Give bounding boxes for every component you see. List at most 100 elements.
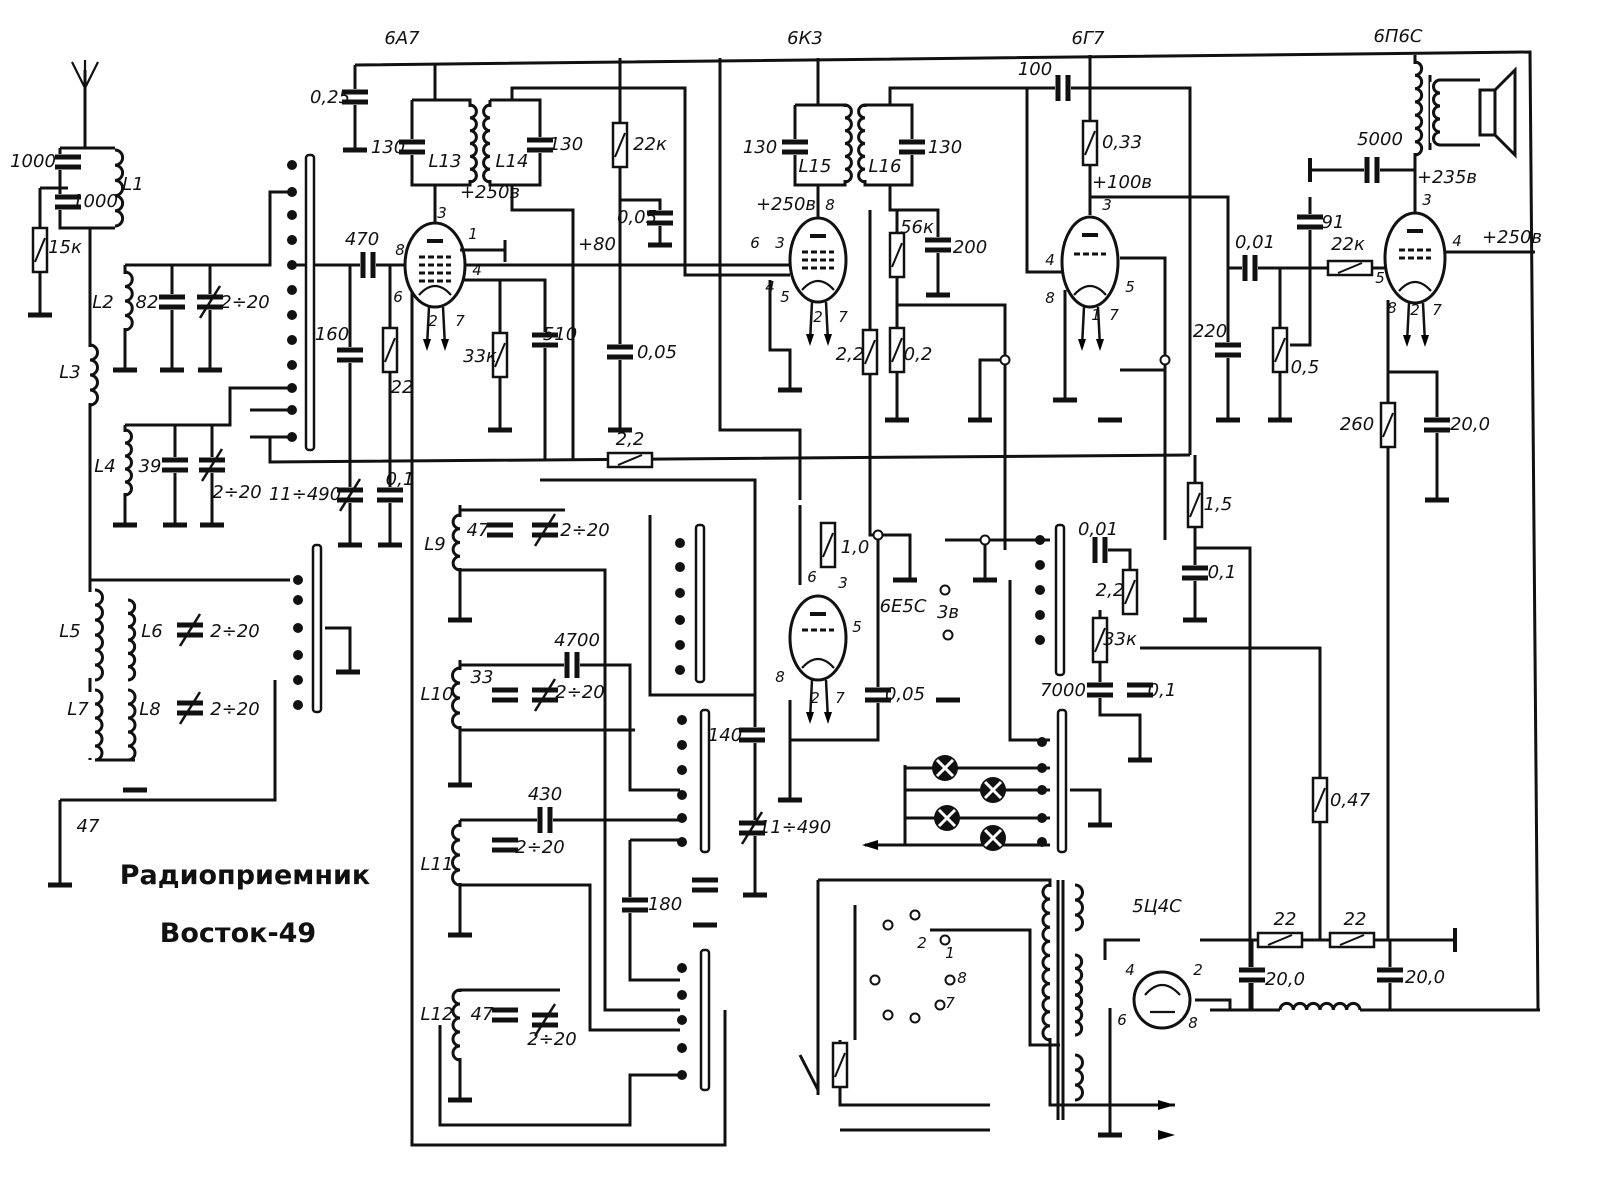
inductor-coil (1414, 60, 1424, 157)
resistor-mark (1124, 579, 1136, 605)
tube-cathode (418, 284, 452, 296)
component-value-label: +250в (756, 194, 816, 215)
capacitor (1092, 536, 1108, 564)
component-value-label: L14 (496, 151, 529, 172)
capacitor (531, 332, 559, 348)
rectifier-tube-5c4s (1132, 970, 1192, 1030)
resistor (1091, 616, 1109, 664)
resistor-mark (1314, 787, 1326, 813)
heater-arrow-icon (806, 334, 814, 346)
terminal (942, 629, 954, 641)
component-value-label: 47 (77, 816, 100, 837)
capacitor (1423, 417, 1451, 433)
switch-contact (287, 260, 297, 270)
wire (460, 278, 547, 460)
resistor-mark (1274, 337, 1286, 363)
inductor-coil (451, 988, 461, 1062)
component-value-label: 2,2 (836, 344, 865, 365)
capacitor (646, 210, 674, 226)
wire (460, 568, 680, 1012)
component-value-label: 2÷20 (527, 1029, 576, 1050)
capacitor (491, 1007, 519, 1023)
switch-contact (287, 160, 297, 170)
component-value-label: 470 (345, 229, 379, 250)
resistor (1311, 776, 1329, 824)
component-value-label: 2÷20 (515, 837, 564, 858)
pin-number: 2 (428, 312, 438, 330)
inductor-coil (94, 588, 104, 682)
resistor-mark (1337, 262, 1363, 274)
wire (768, 280, 792, 390)
inductor-coil (127, 688, 137, 762)
tube-envelope (1060, 215, 1120, 309)
component-labels: 6А7 6К3 6Г7 6П6С 6Е5С 5Ц4С Радиоприемник… (10, 26, 1542, 1050)
band-switch (677, 708, 711, 854)
variable-capacitor (336, 478, 364, 512)
component-value-label: 0,1 (1148, 680, 1177, 701)
lamp-cross (937, 808, 957, 828)
component-value-label: 0,1 (386, 469, 415, 490)
component-value-label: 0,05 (637, 342, 677, 363)
capacitor (1214, 342, 1242, 358)
pin-number: 5 (780, 288, 790, 306)
wire (897, 303, 1007, 550)
component-value-label: 100 (1018, 59, 1052, 80)
wire (438, 1025, 680, 1127)
component-value-label: L5 (59, 621, 80, 642)
tube-cathode (801, 657, 835, 669)
capacitor (526, 137, 554, 153)
pin-number: 8 (395, 241, 405, 259)
switch-contact (677, 1070, 687, 1080)
component-value-label: 180 (648, 894, 682, 915)
switch-contact (287, 187, 297, 197)
component-value-label: 130 (928, 137, 962, 158)
component-value-label: L8 (139, 699, 160, 720)
pin-number: 3 (437, 204, 447, 222)
variable-capacitor (176, 613, 204, 647)
component-value-label: 82 (136, 292, 159, 313)
wire (930, 928, 1060, 1047)
component-value-label: 0,2 (904, 344, 933, 365)
switch-contact (675, 562, 685, 572)
component-value-label: 510 (543, 324, 577, 345)
resistor-mark (1382, 412, 1394, 438)
switch-contact (677, 740, 687, 750)
switch-contact (675, 588, 685, 598)
capacitor (398, 139, 426, 155)
pin-number: 8 (1188, 1014, 1198, 1032)
resistor-mark (494, 342, 506, 368)
pin-number: 2 (810, 689, 820, 707)
component-value-label: 56к (900, 217, 934, 238)
resistor-mark (1094, 627, 1106, 653)
resistor (606, 451, 654, 469)
component-value-label: 33к (1103, 629, 1137, 650)
switch-contact (293, 575, 303, 585)
component-value-label: L12 (421, 1004, 454, 1025)
component-value-label: 4700 (554, 630, 600, 651)
pin-number: 4 (472, 261, 482, 279)
variable-arrow (178, 691, 202, 725)
switch-contact (675, 665, 685, 675)
component-value-label: L11 (421, 854, 454, 875)
inductor-coil (857, 103, 866, 184)
component-value-label: 0,47 (1330, 790, 1371, 811)
switch-bar (311, 543, 323, 714)
power-switch (798, 1040, 820, 1095)
wire (838, 1040, 990, 1107)
wire (460, 663, 680, 792)
component-value-label: L2 (92, 292, 113, 313)
resistor (1326, 259, 1374, 277)
pin-number: 4 (765, 278, 775, 296)
wire (1195, 546, 1252, 1010)
variable-arrow (740, 811, 764, 845)
switch-contact (287, 285, 297, 295)
tube-6a7 (403, 221, 467, 351)
pin-number: 6 (393, 288, 403, 306)
component-value-label: L10 (421, 684, 454, 705)
terminal (1159, 354, 1171, 366)
wire (1195, 998, 1232, 1010)
lamp-cross (935, 758, 955, 778)
switch-contact (1037, 837, 1047, 847)
variable-arrow (200, 448, 224, 482)
inductor-coil (1041, 883, 1051, 1042)
